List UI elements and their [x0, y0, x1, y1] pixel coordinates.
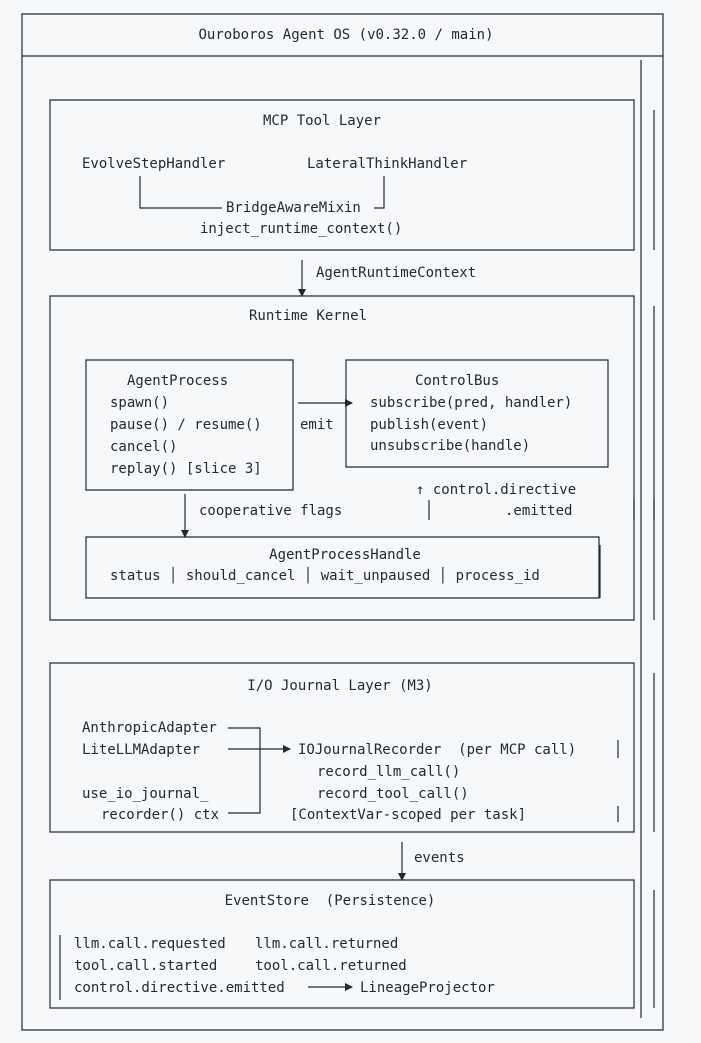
bus-method-unsubscribe: unsubscribe(handle): [370, 438, 531, 454]
event-tool-started: tool.call.started: [74, 958, 218, 974]
lateral-think-handler: LateralThinkHandler: [307, 156, 468, 172]
directive-label-2: .emitted: [505, 503, 573, 519]
lineage-projector: LineageProjector: [360, 980, 495, 996]
store-title: EventStore (Persistence): [224, 893, 436, 909]
process-title: AgentProcess: [127, 373, 229, 389]
record-tool-call: record_tool_call(): [317, 786, 469, 802]
record-llm-call: record_llm_call(): [317, 764, 461, 780]
bus-title: ControlBus: [415, 373, 500, 389]
process-method-pause: pause() / resume(): [110, 417, 262, 433]
kernel-inner-ghost: [633, 500, 655, 520]
event-llm-returned: llm.call.returned: [255, 936, 399, 952]
mcp-box: [49, 99, 635, 251]
event-tool-returned: tool.call.returned: [255, 958, 407, 974]
page-title: Ouroboros Agent OS (v0.32.0 / main): [198, 27, 494, 43]
inject-runtime-context: inject_runtime_context(): [200, 221, 403, 237]
process-box: [85, 359, 294, 491]
process-method-replay: replay() [slice 3]: [110, 461, 262, 477]
lateral-connector: [374, 176, 385, 209]
handle-title: AgentProcessHandle: [269, 547, 421, 563]
event-directive-emitted: control.directive.emitted: [74, 980, 285, 996]
emit-label: emit: [300, 417, 334, 433]
mcp-title: MCP Tool Layer: [262, 113, 382, 129]
events-label: events: [414, 850, 465, 866]
contextvar-scope: [ContextVar-scoped per task]: [290, 807, 527, 823]
directive-label-1: ↑ control.directive: [416, 482, 577, 498]
anthropic-adapter: AnthropicAdapter: [82, 720, 217, 736]
handle-fields: status │ should_cancel │ wait_unpaused │…: [110, 568, 540, 584]
handle-box: [85, 536, 600, 599]
bus-method-subscribe: subscribe(pred, handler): [370, 395, 573, 411]
use-io-journal-2: recorder() ctx: [101, 807, 220, 823]
store-box: [49, 879, 635, 1009]
litellm-adapter: LiteLLMAdapter: [82, 742, 201, 758]
bus-box: [345, 359, 609, 468]
ctx-label: AgentRuntimeContext: [316, 265, 477, 281]
process-method-spawn: spawn(): [110, 395, 170, 411]
evolve-connector: [139, 176, 222, 209]
kernel-box: [49, 295, 635, 621]
anthropic-connector: [228, 727, 261, 814]
kernel-title: Runtime Kernel: [248, 308, 368, 324]
cooperative-flags-label: cooperative flags: [199, 503, 343, 519]
process-method-cancel: cancel(): [110, 439, 178, 455]
io-title: I/O Journal Layer (M3): [247, 678, 433, 694]
io-box: [49, 662, 635, 833]
bridge-aware-mixin: BridgeAwareMixin: [226, 200, 361, 216]
io-journal-recorder: IOJournalRecorder (per MCP call): [298, 742, 577, 758]
outer-frame: [21, 13, 664, 1031]
use-io-journal-1: use_io_journal_: [82, 786, 209, 802]
evolve-step-handler: EvolveStepHandler: [82, 156, 226, 172]
event-llm-requested: llm.call.requested: [74, 936, 226, 952]
bus-method-publish: publish(event): [370, 417, 489, 433]
